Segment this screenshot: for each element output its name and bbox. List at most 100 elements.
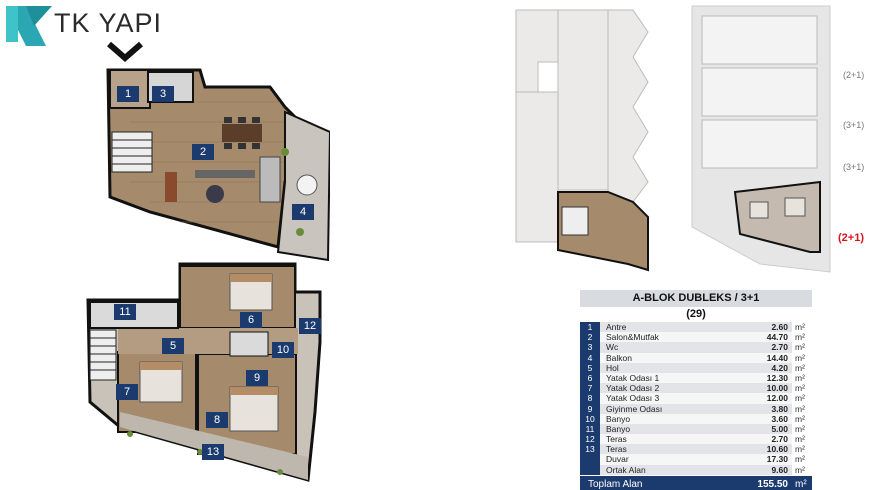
building-floor-plan <box>690 2 835 277</box>
unit-type-label: (3+1) <box>843 162 865 172</box>
room-index: 6 <box>580 372 600 384</box>
total-unit: m² <box>795 478 807 490</box>
room-number: 12 <box>299 318 321 334</box>
room-name: Ortak Alan <box>600 464 734 475</box>
active-unit-label: (2+1) <box>838 232 864 244</box>
room-name: Yatak Odası 3 <box>600 393 734 404</box>
table-title: A-BLOK DUBLEKS / 3+1 <box>580 290 812 307</box>
room-number: 3 <box>152 86 174 102</box>
room-name: Hol <box>600 362 734 373</box>
room-area: 44.70 <box>734 332 792 343</box>
area-unit: m² <box>792 454 812 465</box>
unit-type-label: (3+1) <box>843 120 865 130</box>
room-area: 2.70 <box>734 342 792 353</box>
room-area: 4.20 <box>734 362 792 373</box>
room-number: 8 <box>206 412 228 428</box>
area-unit: m² <box>792 393 812 404</box>
room-number: 9 <box>246 370 268 386</box>
room-index: 3 <box>580 342 600 353</box>
room-name: Salon&Mutfak <box>600 332 734 343</box>
room-name: Antre <box>600 322 734 333</box>
upper-floor-plan: 1 3 2 4 <box>100 62 332 262</box>
room-index <box>580 454 600 465</box>
room-number: 10 <box>272 342 294 358</box>
room-name: Teras <box>600 434 734 445</box>
room-area: 2.60 <box>734 322 792 333</box>
room-name: Balkon <box>600 352 734 363</box>
room-number: 5 <box>162 338 184 354</box>
room-index: 4 <box>580 352 600 363</box>
room-number: 7 <box>116 384 138 400</box>
area-unit: m² <box>792 362 812 373</box>
area-unit: m² <box>792 332 812 343</box>
table-subtitle: (29) <box>686 308 706 320</box>
room-index: 12 <box>580 434 600 445</box>
room-index: 13 <box>580 444 600 455</box>
room-name: Yatak Odası 1 <box>600 372 734 384</box>
total-value: 155.50 <box>757 478 788 490</box>
room-name: Wc <box>600 342 734 353</box>
brand-logo: TK YAPI <box>4 2 179 50</box>
room-number: 4 <box>292 204 314 220</box>
brand-name: TK YAPI <box>54 8 163 38</box>
room-index: 9 <box>580 403 600 414</box>
room-area: 14.40 <box>734 352 792 363</box>
room-area: 10.60 <box>734 444 792 455</box>
room-name: Giyinme Odası <box>600 403 734 414</box>
room-index: 8 <box>580 393 600 404</box>
area-unit: m² <box>792 383 812 394</box>
room-number: 11 <box>114 304 136 320</box>
logo-mark-icon <box>6 6 52 46</box>
room-index: 2 <box>580 332 600 343</box>
area-unit: m² <box>792 444 812 455</box>
area-unit: m² <box>792 403 812 414</box>
room-area: 9.60 <box>734 464 792 475</box>
building-key-plan <box>508 2 653 272</box>
area-unit: m² <box>792 464 812 475</box>
area-unit: m² <box>792 434 812 445</box>
room-number: 2 <box>192 144 214 160</box>
area-unit: m² <box>792 322 812 333</box>
total-row: Toplam Alan 155.50 m² <box>580 475 812 490</box>
room-index: 1 <box>580 322 600 333</box>
room-area: 12.00 <box>734 393 792 404</box>
room-number: 1 <box>117 86 139 102</box>
room-index <box>580 464 600 475</box>
area-unit: m² <box>792 372 812 384</box>
chevron-down-icon <box>107 41 143 62</box>
room-name: Yatak Odası 2 <box>600 383 734 394</box>
area-unit: m² <box>792 423 812 435</box>
room-index: 5 <box>580 362 600 373</box>
room-index: 10 <box>580 413 600 424</box>
room-area: 12.30 <box>734 372 792 384</box>
room-area: 2.70 <box>734 434 792 445</box>
room-name: Duvar <box>600 454 734 465</box>
room-name: Teras <box>600 444 734 455</box>
room-area: 17.30 <box>734 454 792 465</box>
room-number: 6 <box>240 312 262 328</box>
room-area: 10.00 <box>734 383 792 394</box>
room-area: 3.80 <box>734 403 792 414</box>
room-name: Banyo <box>600 423 734 435</box>
room-name: Banyo <box>600 413 734 424</box>
total-label: Toplam Alan <box>588 478 643 490</box>
area-unit: m² <box>792 352 812 363</box>
room-index: 11 <box>580 423 600 435</box>
